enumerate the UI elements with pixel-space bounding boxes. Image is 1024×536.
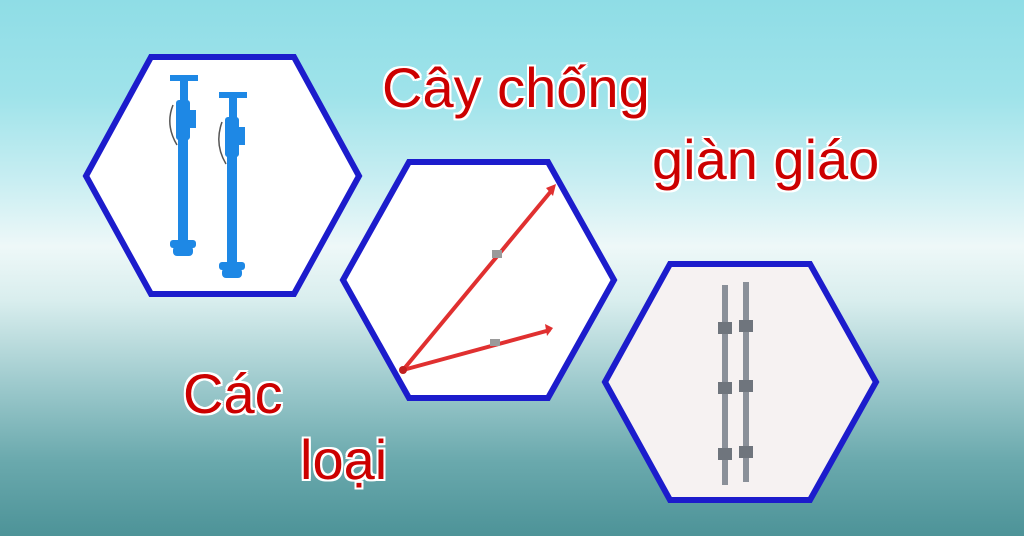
subtitle-line-2: loại (300, 428, 388, 491)
hexagon-blue-props (82, 54, 363, 297)
title-line-2: giàn giáo (652, 128, 880, 191)
gray-scaffold-standards-image (718, 282, 753, 485)
subtitle-line-1: Các (183, 362, 283, 425)
blue-adjustable-props-image (169, 75, 247, 278)
title-line-1: Cây chống (382, 56, 650, 119)
hexagon-frame (82, 54, 363, 297)
hexagon-gray-standards (601, 261, 880, 503)
red-diagonal-braces-image (399, 184, 556, 374)
hexagon-red-braces (339, 159, 618, 401)
